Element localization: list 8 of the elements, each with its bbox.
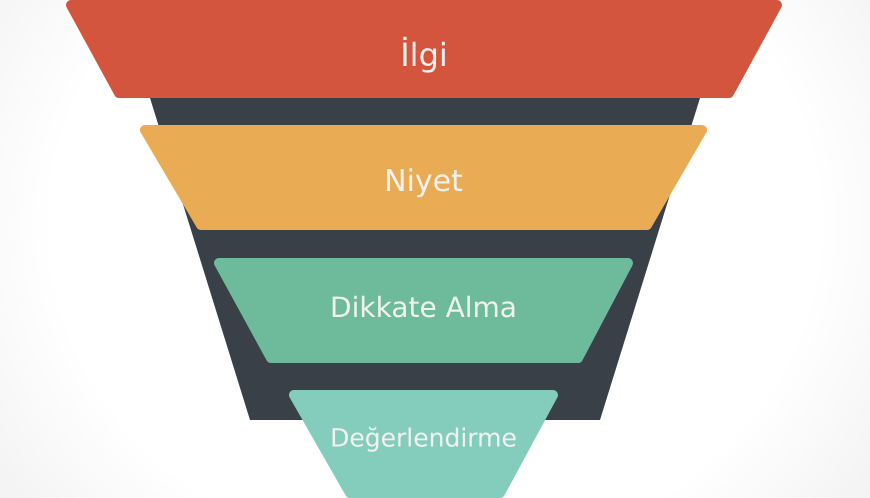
funnel-stage: [140, 125, 707, 230]
stage-label: Dikkate Alma: [330, 294, 517, 322]
funnel-stage: [289, 390, 558, 498]
funnel-stage: [66, 0, 782, 98]
funnel-stage: [214, 258, 633, 363]
stage-label: İlgi: [400, 39, 448, 71]
stage-label: Niyet: [384, 167, 463, 197]
stage-label: Değerlendirme: [330, 426, 517, 450]
